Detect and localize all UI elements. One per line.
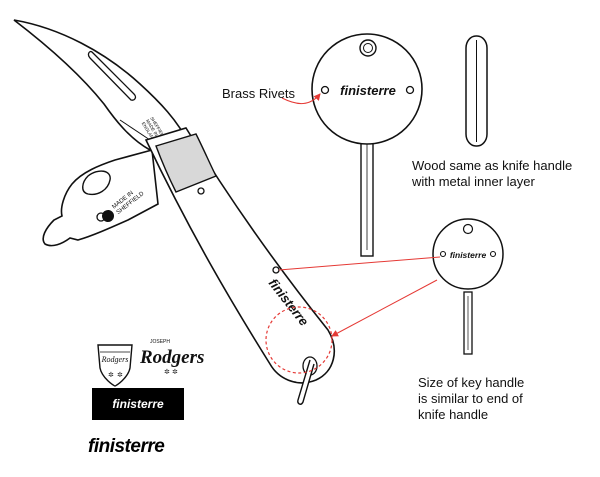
handle-rivet-bottom [272, 266, 280, 274]
rodgers-shield-text: Rodgers [101, 355, 129, 364]
shield-star-icon-2: ✲ [117, 371, 123, 379]
large-key-rivet-left [320, 85, 330, 95]
small-key: finisterre [432, 218, 504, 355]
small-key-head [432, 218, 504, 290]
sheffield-mark-icon [102, 210, 114, 222]
large-key: finisterre [311, 33, 423, 257]
brass-rivets-arrow [281, 93, 321, 104]
joseph-text: JOSEPH [150, 339, 170, 345]
brand-logo-black-bar: finisterre [92, 388, 184, 420]
rodgers-shield-icon [97, 344, 133, 387]
knife-handle [144, 127, 336, 384]
rodgers-script-text: Rodgers [139, 347, 204, 368]
small-key-rivet-left [439, 250, 447, 258]
can-opener-hole [82, 170, 111, 196]
rodgers-star-icon: ✲ [164, 368, 170, 376]
brass-rivets-note: Brass Rivets [222, 86, 295, 101]
small-key-rivet-right [489, 250, 497, 258]
large-key-rivet-right [405, 85, 415, 95]
can-opener-tool [42, 148, 159, 247]
blade-nail-nick [87, 50, 137, 101]
joseph-rodgers-logo: Rodgers ✲ ✲ JOSEPH Rodgers ✲ ✲ [97, 339, 204, 387]
size-circle-to-small-key-line [331, 279, 438, 337]
handle-rivet-top [197, 187, 205, 195]
wood-note: Wood same as knife handle with metal inn… [412, 158, 573, 189]
key-size-note: Size of key handle is similar to end of … [418, 375, 525, 422]
small-key-brand-text: finisterre [450, 250, 487, 260]
large-key-hanging-hole-inner [363, 43, 373, 53]
knife-bolster [155, 133, 217, 193]
shield-star-icon: ✲ [108, 371, 114, 379]
blade-edge-line [119, 119, 151, 141]
rodgers-star-icon-2: ✲ [172, 368, 178, 376]
large-key-head [311, 33, 423, 145]
large-key-brand-text: finisterre [340, 83, 396, 98]
rivet-to-small-key-line [278, 256, 441, 271]
size-reference-circle [265, 306, 333, 374]
small-key-hanging-hole [462, 223, 474, 235]
key-side-profile [465, 35, 488, 147]
brand-logo-wordmark: finisterre [88, 436, 165, 457]
